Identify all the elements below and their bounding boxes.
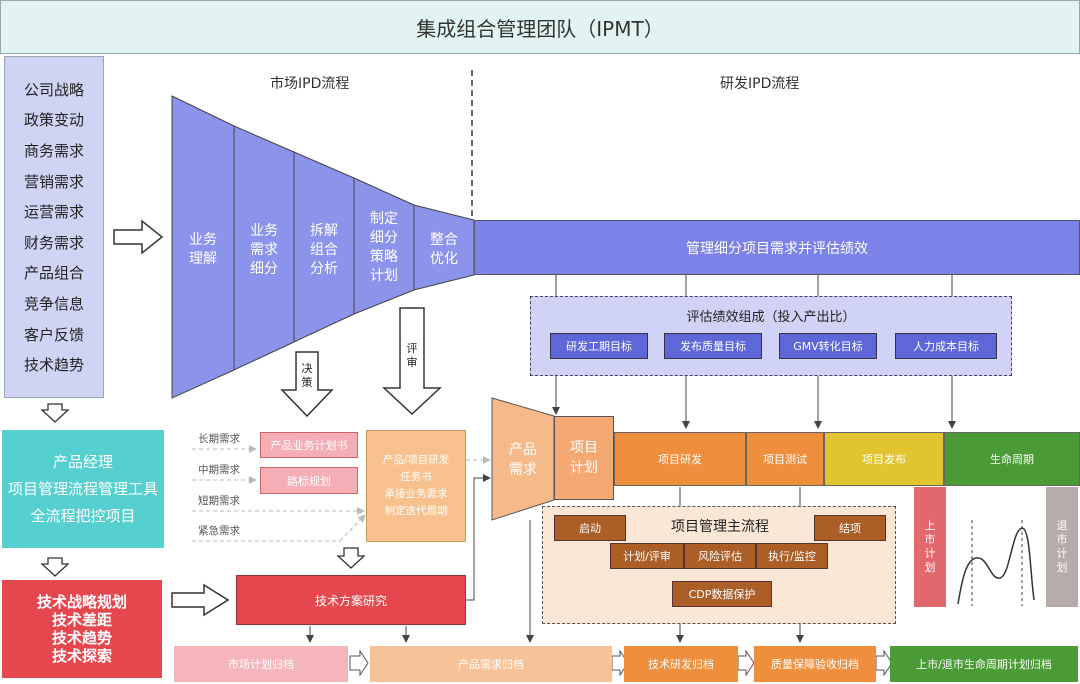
strategy-input-item: 营销需求: [23, 172, 84, 191]
decide-label: 决 策: [301, 362, 313, 389]
rd-ipd-label: 研发IPD流程: [720, 76, 800, 92]
strategy-input-item: 技术趋势: [23, 356, 84, 375]
archive-market: 市场计划归档: [174, 646, 348, 682]
demand-long: 长期需求: [198, 433, 240, 445]
project-plan-box: 项目 计划: [554, 416, 614, 500]
eval-item-3: GMV转化目标: [779, 333, 877, 359]
business-plan-box: 产品业务计划书: [260, 432, 358, 458]
stage-release: 项目发布: [824, 432, 944, 486]
product-demand-shape: [491, 397, 555, 521]
market-ipd-label: 市场IPD流程: [270, 76, 350, 92]
funnel-label-5: 整合 优化: [430, 232, 458, 267]
eval-item-1: 研发工期目标: [550, 333, 648, 359]
roadmap-box: 路标规划: [260, 467, 358, 494]
stage-test: 项目测试: [746, 432, 824, 486]
pm-flow-title: 项目管理主流程: [671, 519, 769, 535]
tech-research-box: 技术方案研究: [236, 575, 466, 625]
archive-lifecycle: 上市/退市生命周期计划归档: [890, 646, 1078, 682]
task-book-box: 产品/项目研发任务书承接业务需求制定迭代周期: [366, 430, 466, 542]
stage-dev: 项目研发: [614, 432, 746, 486]
demand-short: 短期需求: [198, 495, 240, 507]
funnel-label-2: 业务 需求 细分: [250, 222, 278, 277]
pm-step-risk: 风险评估: [684, 543, 756, 569]
manage-band: 管理细分项目需求并评估绩效: [474, 220, 1080, 275]
pm-end: 结项: [814, 515, 886, 541]
pm-step-plan: 计划/评审: [610, 543, 684, 569]
page-title: 集成组合管理团队（IPMT）: [0, 0, 1080, 54]
stage-lifecycle: 生命周期: [944, 432, 1080, 486]
demand-mid: 中期需求: [198, 464, 240, 476]
eval-item-2: 发布质量目标: [664, 333, 762, 359]
demand-urgent: 紧急需求: [198, 525, 240, 537]
pm-role: 产品经理: [52, 452, 113, 471]
review-label: 评 审: [406, 342, 418, 369]
strategy-input-item: 竞争信息: [23, 295, 84, 313]
strategy-input-item: 政策变动: [23, 111, 84, 130]
eval-title: 评估绩效组成（投入产出比）: [686, 309, 856, 325]
archive-quality: 质量保障验收归档: [754, 646, 876, 682]
archive-tech: 技术研发归档: [624, 646, 738, 682]
strategy-input-item: 商务需求: [23, 141, 84, 160]
funnel-label-4: 制定 细分 策略 计划: [370, 211, 398, 284]
strategy-input-item: 财务需求: [23, 233, 84, 252]
archive-product: 产品需求归档: [370, 646, 612, 682]
pm-step-exec: 执行/监控: [756, 543, 828, 569]
strategy-input-list: 公司战略政策变动商务需求营销需求运营需求财务需求产品组合竞争信息客户反馈技术趋势: [4, 56, 104, 398]
funnel-label-3: 拆解 组合 分析: [310, 222, 338, 277]
eval-item-4: 人力成本目标: [895, 333, 997, 359]
exit-plan: 退 市 计 划: [1046, 487, 1078, 607]
pm-tool: 项目管理流程管理工具: [7, 479, 158, 498]
strategy-input-item: 公司战略: [23, 80, 84, 99]
pm-start: 启动: [554, 515, 626, 541]
pm-control: 全流程把控项目: [30, 506, 136, 525]
lifecycle-curve: [957, 527, 1035, 605]
strategy-input-item: 产品组合: [23, 264, 84, 283]
funnel-label-1: 业务 理解: [189, 232, 217, 267]
launch-plan: 上 市 计 划: [914, 487, 946, 607]
tech-strategy-box: 技术战略规划技术差距技术趋势技术探索: [2, 580, 162, 678]
strategy-input-item: 客户反馈: [23, 325, 84, 344]
product-manager-box: 产品经理 项目管理流程管理工具 全流程把控项目: [2, 430, 164, 548]
input-arrow: [113, 219, 164, 255]
cdp-box: CDP数据保护: [672, 581, 772, 607]
strategy-input-item: 运营需求: [23, 203, 84, 222]
decide-arrow: [280, 351, 334, 418]
review-arrow: [382, 307, 442, 416]
product-demand-label: 产品 需求: [509, 442, 537, 478]
funnel-segment-5: [413, 204, 475, 291]
